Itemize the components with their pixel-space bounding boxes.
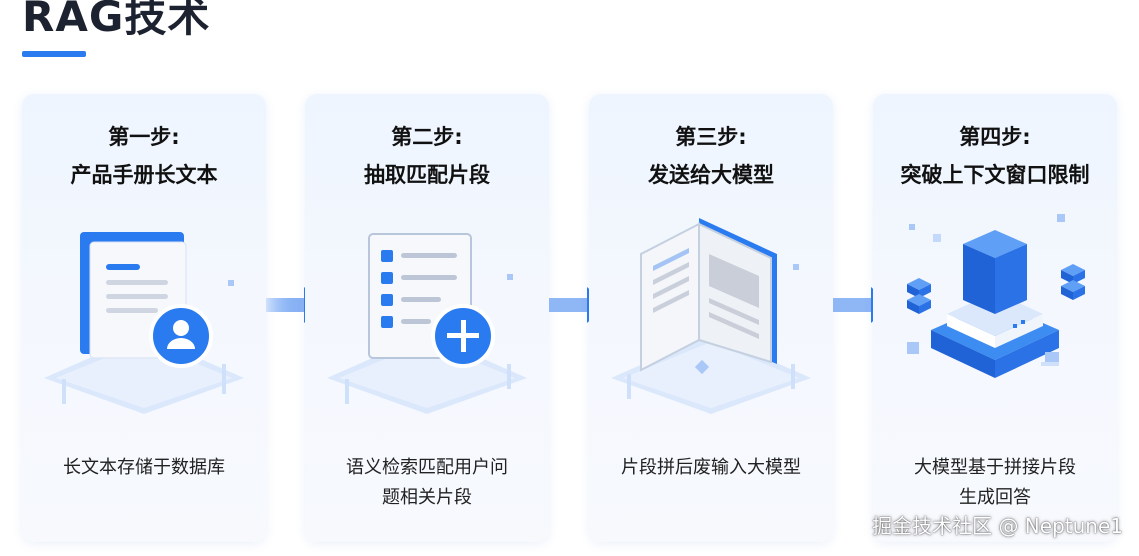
- page-title: RAG技术: [22, 0, 211, 41]
- step-3-description: 片段拼后废输入大模型: [621, 457, 801, 478]
- step-3-title: 发送给大模型: [648, 163, 774, 187]
- step-2-label: 第二步:: [391, 125, 463, 149]
- step-1-label: 第一步:: [108, 125, 180, 149]
- step-4-heading: 第四步: 突破上下文窗口限制: [873, 118, 1117, 194]
- open-book-icon: [611, 218, 811, 414]
- step-1-title: 产品手册长文本: [70, 163, 218, 187]
- title-underline: [22, 51, 86, 57]
- step-2-heading: 第二步: 抽取匹配片段: [305, 118, 549, 194]
- step-card-2: 第二步: 抽取匹配片段 语义检索匹配用户问 题相关片段: [305, 94, 549, 542]
- step-3-label: 第三步:: [675, 125, 747, 149]
- checklist-plus-icon: [327, 233, 527, 414]
- step-4-title: 突破上下文窗口限制: [900, 163, 1090, 187]
- step-2-description-line-2: 题相关片段: [382, 487, 472, 508]
- step-4-description-line-1: 大模型基于拼接片段: [914, 457, 1076, 478]
- step-1-heading: 第一步: 产品手册长文本: [22, 118, 266, 194]
- watermark: 掘金技术社区 @ Neptune1: [872, 514, 1123, 538]
- step-card-3: 第三步: 发送给大模型 片段拼后废输入大模型: [589, 94, 833, 542]
- step-3-heading: 第三步: 发送给大模型: [589, 118, 833, 194]
- step-1-description: 长文本存储于数据库: [63, 457, 225, 478]
- document-user-icon: [44, 232, 244, 414]
- step-4-label: 第四步:: [959, 125, 1031, 149]
- server-stack-icon: [907, 214, 1085, 378]
- step-4-description-line-2: 生成回答: [959, 487, 1031, 508]
- step-2-description: 语义检索匹配用户问 题相关片段: [319, 453, 535, 513]
- step-card-1: 第一步: 产品手册长文本 长文本存储于数据库: [22, 94, 266, 542]
- step-4-description: 大模型基于拼接片段 生成回答: [887, 453, 1103, 513]
- step-2-title: 抽取匹配片段: [364, 163, 490, 187]
- step-card-4: 第四步: 突破上下文窗口限制 大模型基于拼接片段 生成回答: [873, 94, 1117, 542]
- step-2-description-line-1: 语义检索匹配用户问: [346, 457, 508, 478]
